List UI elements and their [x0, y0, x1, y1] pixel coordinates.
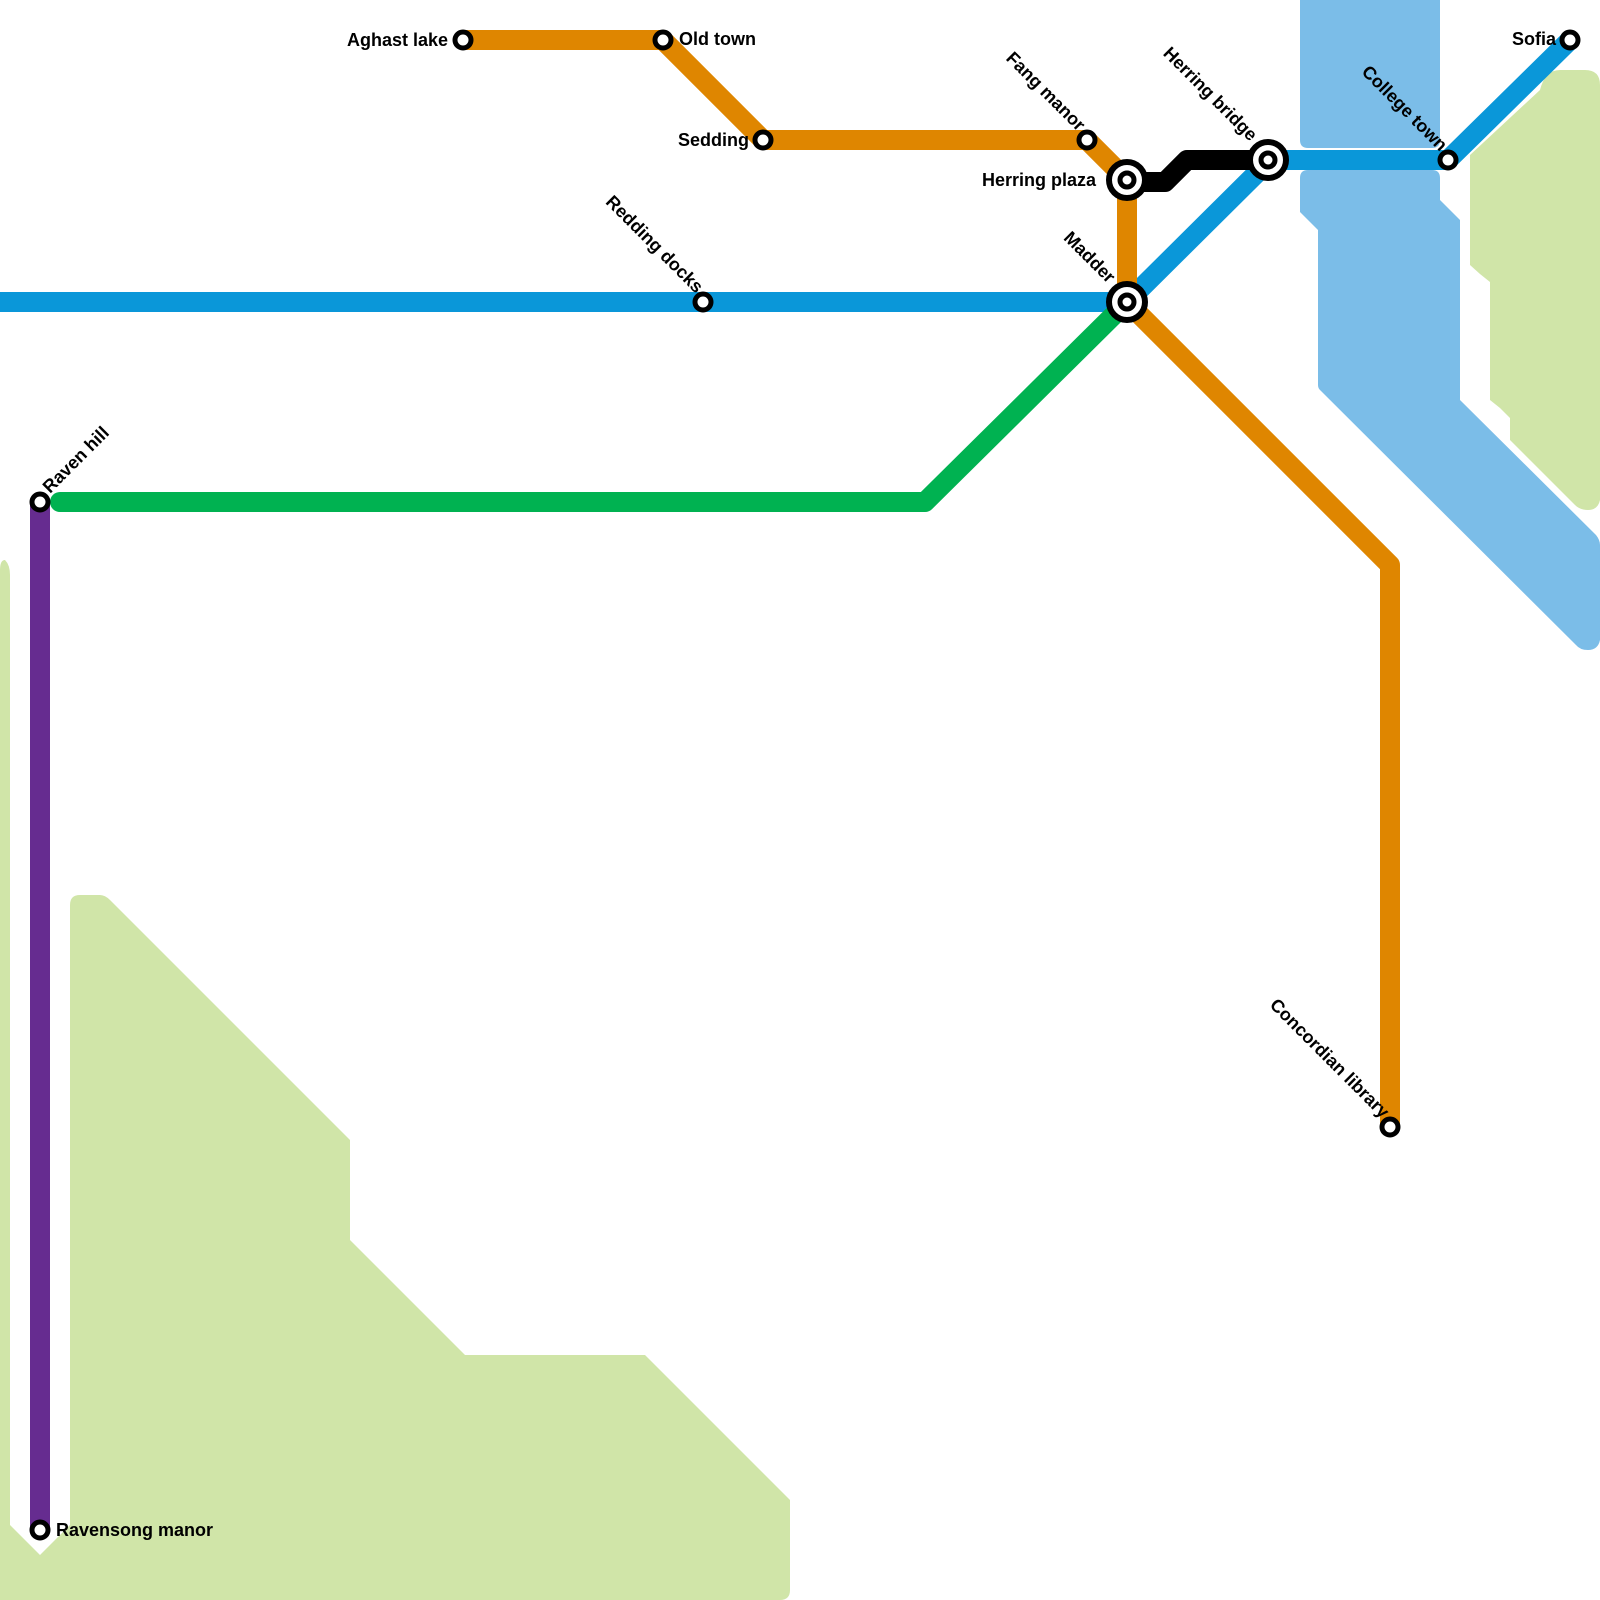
label-old-town: Old town: [679, 29, 756, 49]
water: [1300, 0, 1600, 650]
label-herring-plaza: Herring plaza: [982, 170, 1097, 190]
station-old-town[interactable]: [652, 29, 674, 51]
station-ravensong-manor[interactable]: [29, 1519, 51, 1541]
interchange-core-icon: [1258, 150, 1278, 170]
green-line[interactable]: [50, 292, 1137, 512]
interchange-core-icon: [1117, 170, 1137, 190]
label-redding-docks: Redding docks: [602, 191, 707, 296]
label-fang-manor: Fang manor: [1002, 48, 1089, 135]
station-sofia[interactable]: [1559, 29, 1581, 51]
parks: [0, 70, 1600, 1600]
label-raven-hill: Raven hill: [39, 423, 113, 497]
park-left-strip: [0, 560, 790, 1600]
label-madder: Madder: [1060, 227, 1119, 286]
label-herring-bridge: Herring bridge: [1159, 43, 1261, 145]
station-aghast-lake[interactable]: [452, 29, 474, 51]
river-north: [1300, 0, 1440, 148]
park-right: [1470, 70, 1600, 510]
label-aghast-lake: Aghast lake: [347, 30, 448, 50]
station-college-town[interactable]: [1437, 149, 1459, 171]
label-concordian-library: Concordian library: [1266, 995, 1393, 1122]
label-sedding: Sedding: [678, 130, 749, 150]
station-herring-bridge[interactable]: [1247, 139, 1289, 181]
station-herring-plaza[interactable]: [1106, 159, 1148, 201]
label-ravensong-manor: Ravensong manor: [56, 1520, 213, 1540]
station-sedding[interactable]: [752, 129, 774, 151]
interchange-core-icon: [1117, 292, 1137, 312]
river-south: [1300, 170, 1600, 650]
orange-line[interactable]: [463, 30, 1400, 1127]
station-concordian-library[interactable]: [1379, 1116, 1401, 1138]
label-sofia: Sofia: [1512, 29, 1557, 49]
station-madder[interactable]: [1106, 281, 1148, 323]
station-raven-hill[interactable]: [29, 491, 51, 513]
station-fang-manor[interactable]: [1076, 129, 1098, 151]
stations: [29, 29, 1581, 1541]
station-redding-docks[interactable]: [692, 291, 714, 313]
